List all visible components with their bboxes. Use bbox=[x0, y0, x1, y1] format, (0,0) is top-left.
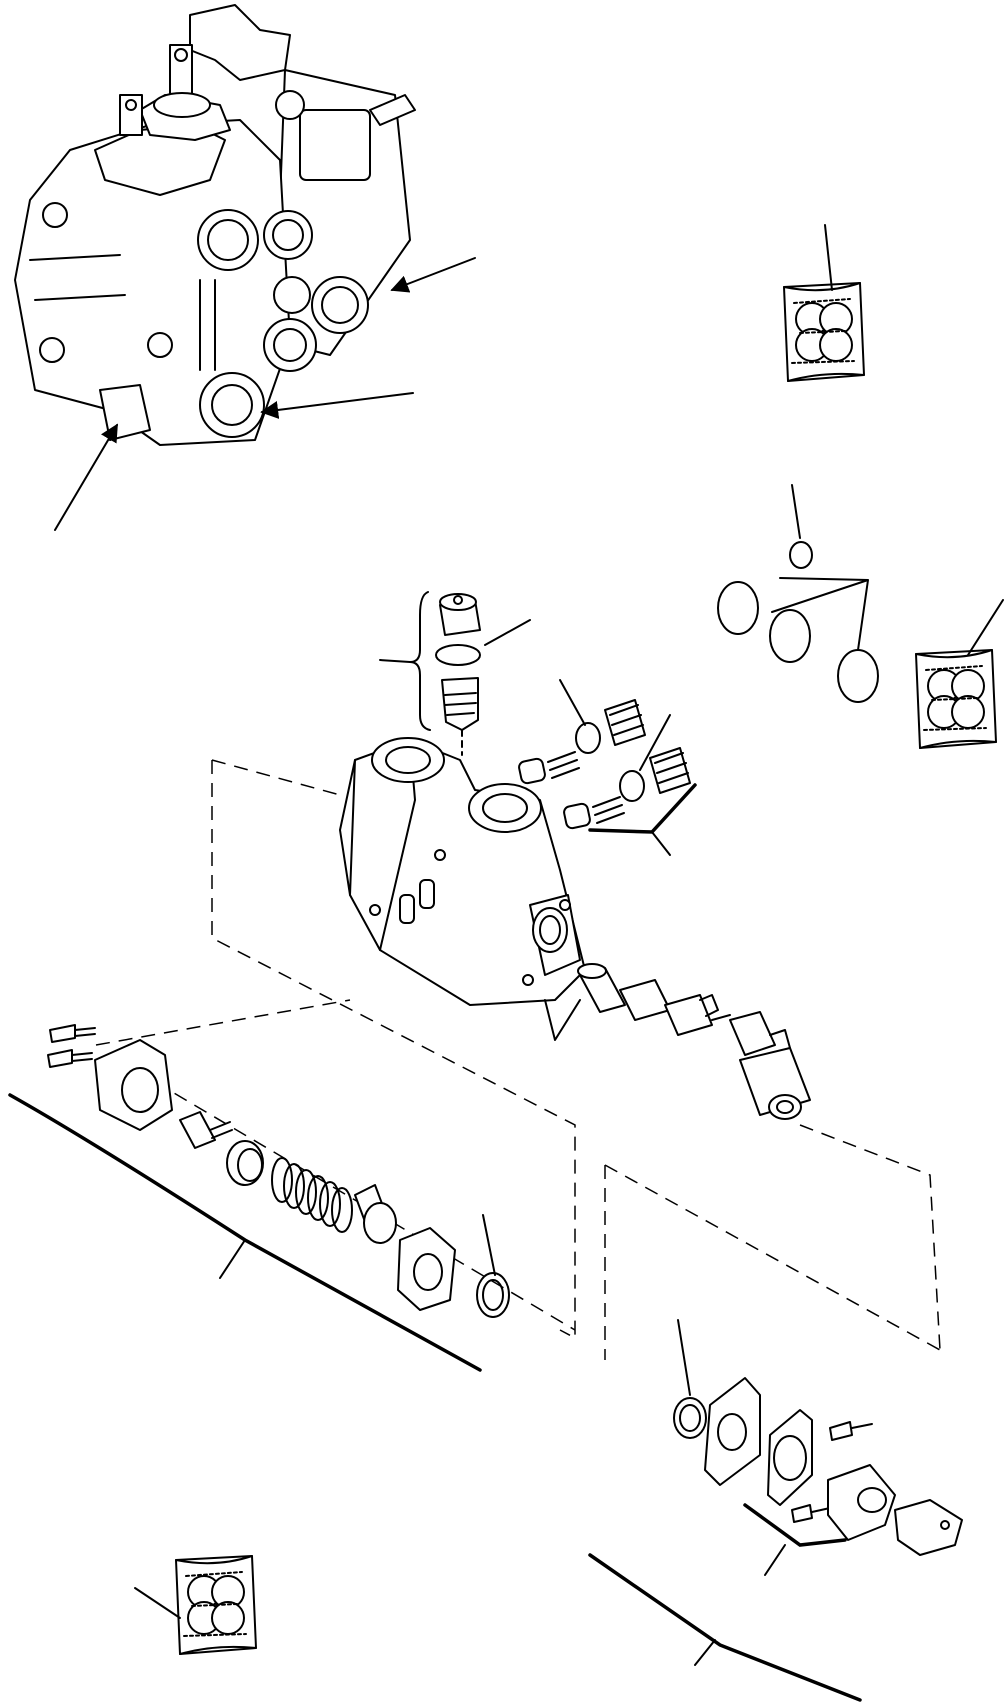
leader-line bbox=[134, 1587, 181, 1619]
right-end-cap-group bbox=[673, 1319, 963, 1556]
leader-line bbox=[967, 599, 1004, 656]
kit-bag-icon bbox=[915, 649, 997, 749]
kit-bag-icon bbox=[175, 1555, 257, 1655]
spring bbox=[271, 1157, 353, 1233]
assembled-valve-illustration bbox=[14, 4, 416, 446]
left-group-bracket bbox=[8, 1093, 482, 1372]
callout-arrows-top bbox=[54, 257, 476, 531]
kit-bag-icon bbox=[783, 282, 865, 382]
o-ring-set bbox=[717, 484, 879, 703]
left-end-cap-group bbox=[47, 1024, 510, 1318]
valve-body bbox=[339, 737, 586, 1041]
check-valve-stack bbox=[379, 591, 531, 756]
relief-valve-assemblies bbox=[518, 679, 697, 856]
spool bbox=[577, 963, 811, 1120]
right-group-brackets bbox=[588, 1503, 862, 1702]
leader-line bbox=[824, 224, 833, 291]
